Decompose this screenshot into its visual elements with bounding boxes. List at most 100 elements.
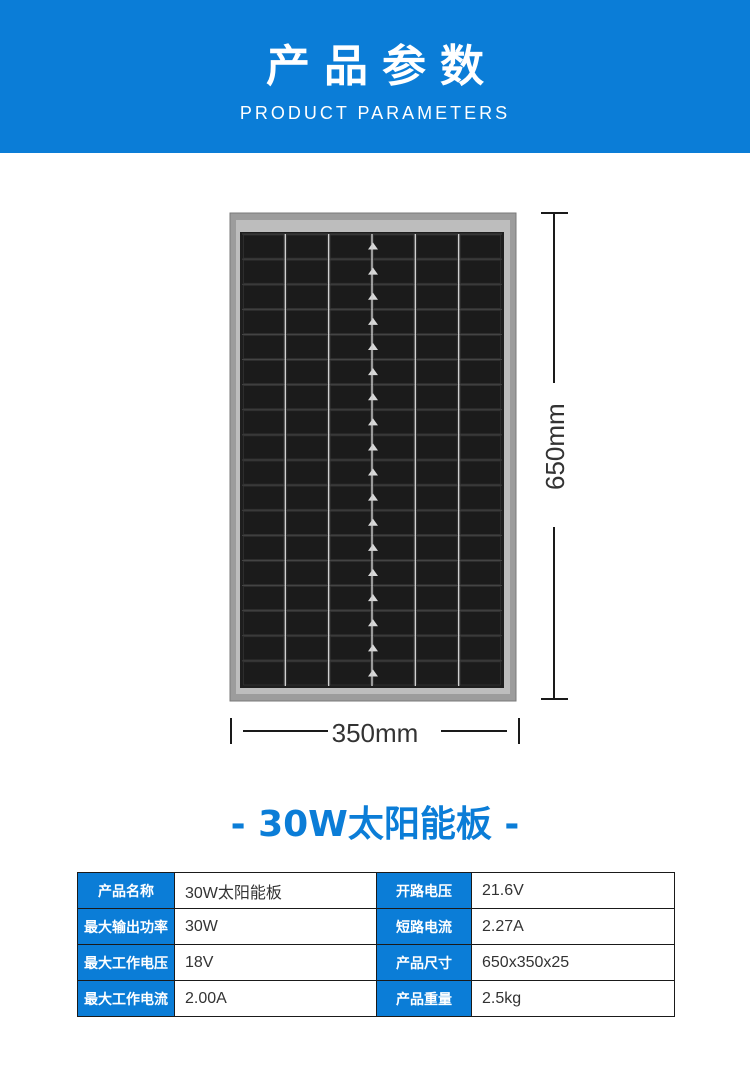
solar-cell [373, 259, 415, 284]
solar-cell [459, 259, 501, 284]
solar-cell [286, 611, 328, 636]
panel-cells [242, 233, 502, 686]
solar-cell [243, 561, 285, 585]
solar-cell [416, 259, 458, 284]
width-dimension-label: 350mm [331, 718, 419, 748]
cell-connector [368, 644, 378, 652]
solar-cell [416, 561, 458, 585]
table-row: 产品名称 30W太阳能板 开路电压 21.6V [77, 872, 675, 909]
solar-cell [459, 385, 501, 410]
solar-cell [286, 636, 328, 661]
solar-cell [459, 561, 501, 585]
cell-connector [368, 292, 378, 300]
solar-cell [286, 485, 328, 510]
solar-cell [329, 410, 371, 435]
solar-cell [286, 310, 328, 334]
header-banner: 产品参数 PRODUCT PARAMETERS [0, 0, 750, 153]
solar-cell [416, 661, 458, 686]
solar-cell [416, 234, 458, 259]
solar-cell [243, 485, 285, 510]
solar-cell [416, 485, 458, 510]
cell-connector [368, 343, 378, 350]
solar-cell [286, 460, 328, 485]
solar-cell [373, 234, 415, 259]
cell-connector [368, 669, 378, 677]
solar-cell [286, 435, 328, 460]
cell-connector [368, 518, 378, 526]
solar-cell [416, 284, 458, 309]
spec-value: 2.27A [471, 908, 675, 945]
solar-cell [459, 661, 501, 686]
solar-cell [286, 360, 328, 384]
width-dimension-lines [230, 718, 520, 744]
spec-key: 短路电流 [376, 908, 472, 945]
solar-cell [459, 485, 501, 510]
solar-cell [459, 510, 501, 535]
solar-cell [243, 310, 285, 334]
solar-cell [459, 284, 501, 309]
solar-cell [373, 636, 415, 661]
solar-cell [416, 510, 458, 535]
solar-cell [329, 661, 371, 686]
solar-cell [373, 435, 415, 460]
solar-cell [459, 335, 501, 359]
height-dimension-label: 650mm [540, 403, 570, 490]
solar-cell [329, 310, 371, 334]
spec-value: 30W [174, 908, 377, 945]
solar-cell [416, 586, 458, 610]
solar-cell [459, 536, 501, 560]
solar-cell [416, 536, 458, 560]
solar-cell [373, 536, 415, 560]
solar-cell [243, 410, 285, 435]
spec-key: 产品重量 [376, 980, 472, 1017]
solar-cell [373, 360, 415, 384]
spec-key: 最大工作电流 [77, 980, 175, 1017]
solar-cell [286, 661, 328, 686]
solar-cell [286, 234, 328, 259]
solar-cell [373, 510, 415, 535]
cell-connector [368, 393, 378, 401]
solar-cell [243, 284, 285, 309]
cell-connector [368, 317, 378, 325]
cell-connector [368, 267, 378, 275]
spec-key: 产品名称 [77, 872, 175, 909]
solar-cell [329, 284, 371, 309]
solar-cell [329, 561, 371, 585]
spec-value: 18V [174, 944, 377, 981]
solar-cell [329, 234, 371, 259]
solar-cell [243, 335, 285, 359]
solar-cell [243, 385, 285, 410]
solar-cell [459, 460, 501, 485]
solar-cell [459, 234, 501, 259]
solar-cell [459, 611, 501, 636]
solar-cell [416, 310, 458, 334]
solar-cell [243, 611, 285, 636]
cell-connector [368, 242, 378, 250]
solar-cell [243, 460, 285, 485]
solar-cell [286, 410, 328, 435]
solar-cell [243, 435, 285, 460]
spec-key: 开路电压 [376, 872, 472, 909]
spec-key: 最大工作电压 [77, 944, 175, 981]
solar-cell [329, 259, 371, 284]
solar-cell [373, 586, 415, 610]
cell-connector [368, 594, 378, 602]
solar-cell [459, 435, 501, 460]
solar-cell [373, 335, 415, 359]
cell-connector [368, 569, 378, 576]
spec-key: 最大输出功率 [77, 908, 175, 945]
spec-key: 产品尺寸 [376, 944, 472, 981]
table-row: 最大工作电压 18V 产品尺寸 650x350x25 [77, 944, 675, 981]
solar-cell [243, 234, 285, 259]
solar-cell [286, 385, 328, 410]
solar-cell [373, 310, 415, 334]
spec-value: 2.00A [174, 980, 377, 1017]
solar-cell [286, 510, 328, 535]
solar-panel-illustration [229, 212, 568, 744]
solar-cell [373, 485, 415, 510]
solar-panel-diagram: 650mm 350mm [229, 212, 570, 748]
cell-connector [368, 619, 378, 627]
spec-value: 30W太阳能板 [174, 872, 377, 909]
solar-cell [286, 561, 328, 585]
solar-cell [286, 259, 328, 284]
